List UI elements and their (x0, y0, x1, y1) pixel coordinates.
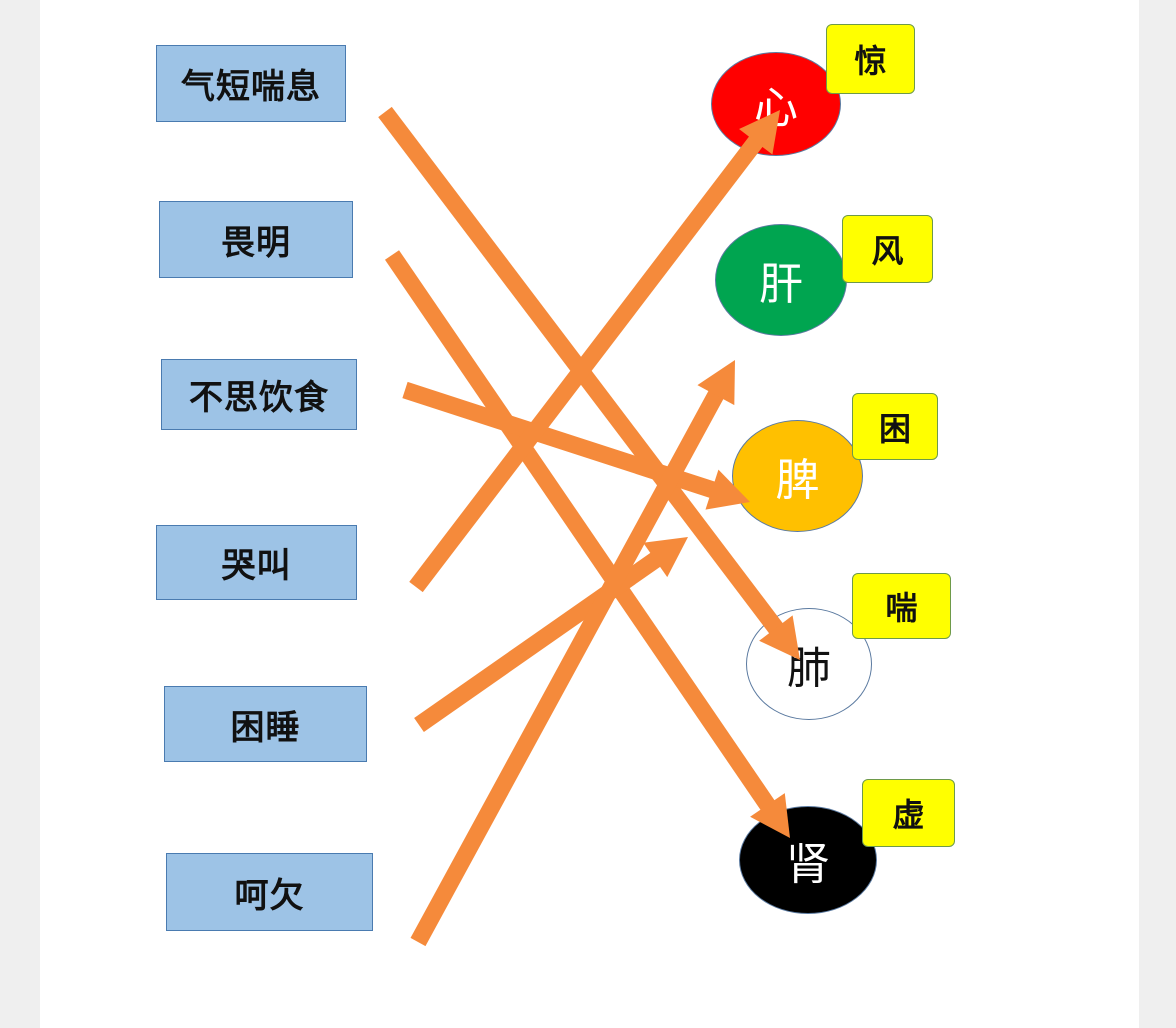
symptom-weiming: 畏明 (159, 201, 353, 278)
organ-shen: 肾 (739, 806, 877, 914)
symptom-kunshui: 困睡 (164, 686, 367, 762)
symptom-busi: 不思饮食 (161, 359, 357, 430)
symptom-heqian: 呵欠 (166, 853, 373, 931)
organ-pi: 脾 (732, 420, 863, 532)
tag-kun: 困 (852, 393, 938, 460)
organ-xin: 心 (711, 52, 841, 156)
symptom-qiduan: 气短喘息 (156, 45, 346, 122)
tag-xu: 虚 (862, 779, 955, 847)
tag-feng: 风 (842, 215, 933, 283)
symptom-kujiao: 哭叫 (156, 525, 357, 600)
tag-jing: 惊 (826, 24, 915, 94)
organ-gan: 肝 (715, 224, 847, 336)
tag-chuan: 喘 (852, 573, 951, 639)
